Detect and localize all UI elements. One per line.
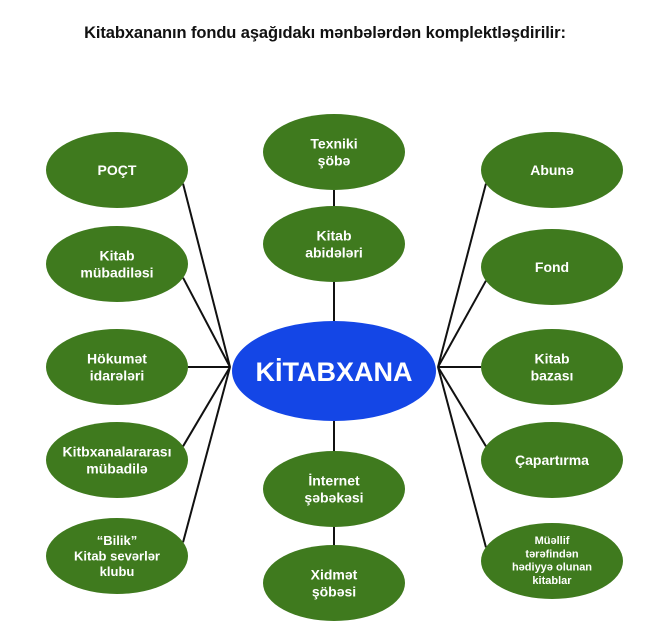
center-label: KİTABXANA (256, 357, 413, 387)
node-ellipse (263, 114, 405, 190)
connector-fond (437, 280, 487, 368)
node-label-line: hədiyyə olunan (512, 562, 592, 574)
node-label-line: Xidmət (311, 567, 358, 583)
node-label-line: Kitab sevərlər (74, 549, 160, 564)
node-label-line: Kitab (100, 248, 135, 264)
node-label-line: klubu (100, 564, 135, 579)
node-label-line: kitablar (532, 575, 572, 587)
node-ellipse (46, 226, 188, 302)
node-ellipse (481, 132, 623, 208)
connector-capartirma (437, 366, 487, 447)
diagram-nodes: POÇTKitabmübadiləsiHökumətidarələriKitbx… (46, 114, 623, 621)
node-label-line: Kitab (317, 228, 352, 244)
node-label-line: POÇT (98, 162, 137, 178)
node-label-line: şəbəkəsi (304, 489, 363, 505)
node-ellipse (481, 329, 623, 405)
connector-bilik-klubu (182, 366, 231, 543)
node-ellipse (263, 545, 405, 621)
node-label-line: Hökumət (87, 351, 147, 367)
node-label-line: Abunə (530, 162, 574, 178)
node-label-line: mübadilə (86, 460, 148, 476)
node-label-line: Texniki (310, 136, 357, 152)
node-label-line: idarələri (90, 367, 144, 383)
node-ellipse (46, 518, 188, 594)
connector-abune (437, 183, 487, 368)
node-ellipse (263, 451, 405, 527)
node-capartirma: Çapartırma (481, 422, 623, 498)
node-ellipse (263, 206, 405, 282)
node-label-line: “Bilik” (97, 533, 137, 548)
connector-lines (182, 183, 487, 548)
node-ellipse (481, 229, 623, 305)
node-label-line: İnternet (308, 473, 360, 489)
node-ellipse (46, 422, 188, 498)
node-ellipse (46, 132, 188, 208)
connector-muellif-hediyye (437, 366, 487, 548)
center-node: KİTABXANA (232, 321, 436, 421)
center-ellipse (232, 321, 436, 421)
connector-kitabxanalararasi-mubadile (182, 366, 231, 447)
node-poct: POÇT (46, 132, 188, 208)
node-label-line: Fond (535, 259, 569, 275)
connector-poct (182, 183, 231, 368)
node-label-line: bazası (531, 367, 574, 383)
node-label-line: Kitbxanalararası (63, 444, 172, 460)
node-ellipse (481, 422, 623, 498)
node-label-line: tərəfindən (525, 548, 578, 560)
node-label-line: şöbə (318, 152, 351, 168)
node-abune: Abunə (481, 132, 623, 208)
node-fond: Fond (481, 229, 623, 305)
node-label-line: şöbəsi (312, 583, 356, 599)
node-ellipse (46, 329, 188, 405)
node-label-line: Kitab (535, 351, 570, 367)
connector-kitab-mubadilesi (182, 277, 231, 368)
diagram-title: Kitabxananın fondu aşağıdakı mənbələrdən… (84, 24, 566, 42)
node-label-line: mübadiləsi (80, 264, 153, 280)
node-label-line: Müəllif (535, 535, 570, 547)
node-label-line: Çapartırma (515, 452, 589, 468)
node-label-line: abidələri (305, 244, 363, 260)
node-ellipse (481, 523, 623, 599)
